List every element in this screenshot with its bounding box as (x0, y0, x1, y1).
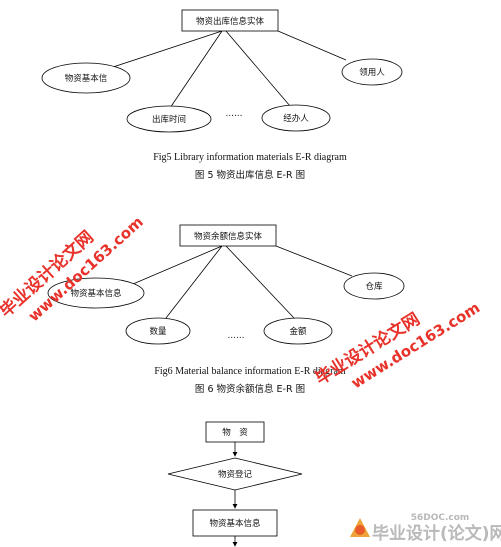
figure-caption-en: Fig6 Material balance information E-R di… (154, 366, 346, 377)
figure-caption-cn: 图 5 物资出库信息 E-R 图 (195, 169, 305, 181)
attribute-ellipse: 物资基本信 (41, 62, 131, 94)
logo-domain: 56DOC.com (411, 513, 470, 523)
relation-line (275, 245, 353, 277)
flow-process-box: 物资基本信息 (192, 509, 278, 537)
site-logo: 56DOC.com 毕业设计(论文)网 (350, 513, 501, 544)
relation-line (125, 245, 223, 288)
attribute-label: 物资基本信 (65, 73, 108, 84)
flow-process-label: 物资基本信息 (209, 518, 261, 529)
flow-start-label: 物 资 (222, 427, 248, 438)
logo-text: 毕业设计(论文)网 (372, 523, 501, 544)
flow-decision: 物资登记 (167, 457, 303, 491)
attribute-ellipse: 经办人 (261, 104, 331, 132)
entity-box: 物资出库信息实体 (181, 9, 279, 32)
attribute-ellipse: 金额 (263, 317, 333, 345)
attribute-label: 金额 (289, 326, 307, 337)
entity-label: 物资余额信息实体 (194, 231, 263, 242)
figure-caption-cn: 图 6 物资余额信息 E-R 图 (195, 383, 305, 395)
attribute-ellipse: 物资基本信息 (47, 277, 145, 309)
figure-caption-en: Fig5 Library information materials E-R d… (153, 152, 347, 163)
attribute-ellipse: 出库时间 (126, 105, 212, 133)
logo-icon (350, 518, 370, 537)
attribute-ellipse: 仓库 (343, 272, 405, 300)
attribute-label: 出库时间 (152, 114, 186, 125)
flow-decision-label: 物资登记 (218, 469, 253, 480)
relation-line (225, 245, 295, 319)
attribute-label: 经办人 (283, 113, 309, 124)
attribute-label: 领用人 (359, 67, 385, 78)
attribute-label: 数量 (149, 326, 167, 337)
attribute-label: 仓库 (365, 281, 383, 292)
relation-line (277, 30, 347, 61)
flowchart: 物 资 物资登记 物资基本信息 (167, 421, 303, 547)
entity-label: 物资出库信息实体 (196, 16, 265, 27)
relation-line (97, 30, 223, 73)
relation-line (225, 30, 291, 107)
relation-line (165, 245, 223, 319)
er-diagram-1 (97, 30, 347, 109)
relation-line (169, 30, 223, 109)
flow-start-box: 物 资 (205, 421, 265, 443)
attribute-label: 物资基本信息 (70, 288, 122, 299)
watermark-right: 毕业设计论文网 www.doc163.com (312, 298, 484, 392)
watermark-left: 毕业设计论文网 www.doc163.com (0, 213, 147, 325)
ellipsis: …… (226, 109, 243, 119)
attribute-ellipse: 数量 (125, 317, 191, 345)
ellipsis: …… (228, 331, 245, 341)
entity-box: 物资余额信息实体 (179, 224, 277, 247)
attribute-ellipse: 领用人 (341, 58, 403, 86)
er-diagram-2 (125, 245, 353, 319)
